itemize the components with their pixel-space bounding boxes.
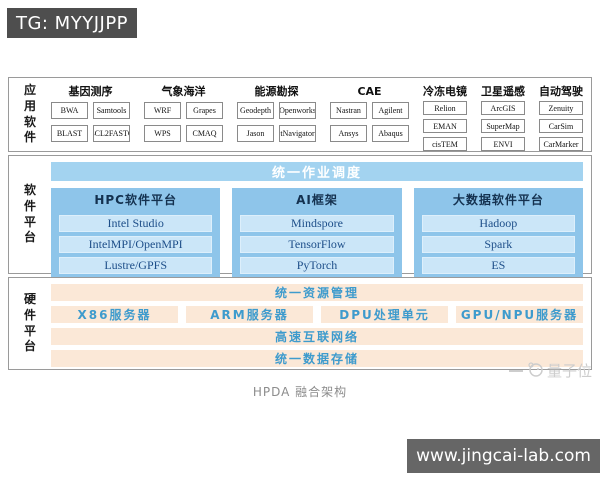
app-box: cisTEM <box>423 137 467 151</box>
app-category-title: 气象海洋 <box>161 85 206 98</box>
diagram-caption: HPDA 融合架构 <box>252 385 348 399</box>
platform-item: IntelMPI/OpenMPI <box>59 236 213 253</box>
app-box: Abaqus <box>372 125 409 142</box>
app-category-row: 基因测序 BWA Samtools BLAST BCL2FASTQ 气象海洋 W… <box>51 84 583 151</box>
platform-item: Mindspore <box>240 215 394 232</box>
app-box: BWA <box>51 102 88 119</box>
app-box: Jason <box>237 125 274 142</box>
app-box: Geodepth <box>237 102 274 119</box>
hw-section-label: 硬件平台 <box>23 292 36 354</box>
app-category-cae: CAE Nastran Agilent Ansys Abaqus <box>330 84 409 145</box>
app-box: WPS <box>144 125 181 142</box>
unified-resource-bar: 统一资源管理 <box>51 284 583 301</box>
sw-section-content: 统一作业调度 HPC软件平台 Intel Studio IntelMPI/Ope… <box>51 156 591 280</box>
app-box: ArcGIS <box>481 101 525 115</box>
server-arm: ARM服务器 <box>186 306 313 323</box>
platform-bigdata: 大数据软件平台 Hadoop Spark ES <box>413 188 583 280</box>
app-category-title: 冷冻电镜 <box>423 85 467 98</box>
app-category-title: 自动驾驶 <box>539 85 583 98</box>
app-box: Nastran <box>330 102 367 119</box>
watermark: 量子位 <box>508 360 592 381</box>
hardware-platform-section: 硬件平台 统一资源管理 X86服务器 ARM服务器 DPU处理单元 GPU/NP… <box>8 277 592 370</box>
footer-url: www.jingcai-lab.com <box>416 446 591 466</box>
server-x86: X86服务器 <box>51 306 178 323</box>
platform-title: HPC软件平台 <box>94 193 177 207</box>
software-platform-section: 软件平台 统一作业调度 HPC软件平台 Intel Studio IntelMP… <box>8 155 592 280</box>
app-section-label: 应用软件 <box>23 83 36 145</box>
server-row: X86服务器 ARM服务器 DPU处理单元 GPU/NPU服务器 <box>51 306 583 323</box>
app-box: CarSim <box>539 119 583 133</box>
platform-row: HPC软件平台 Intel Studio IntelMPI/OpenMPI Lu… <box>51 188 583 280</box>
app-box: BLAST <box>51 125 88 142</box>
app-column: Relion EMAN cisTEM <box>423 101 467 151</box>
platform-item: PyTorch <box>240 257 394 274</box>
platform-item: ES <box>421 257 575 274</box>
application-software-section: 应用软件 基因测序 BWA Samtools BLAST BCL2FASTQ 气… <box>8 77 592 152</box>
app-grid: WRF Grapes WPS CMAQ <box>144 102 223 142</box>
hw-section-content: 统一资源管理 X86服务器 ARM服务器 DPU处理单元 GPU/NPU服务器 … <box>51 278 591 369</box>
app-box: EMAN <box>423 119 467 133</box>
server-gpu-npu: GPU/NPU服务器 <box>456 306 583 323</box>
app-box: Zenuity <box>539 101 583 115</box>
platform-title: AI框架 <box>296 193 338 207</box>
platform-item: Hadoop <box>421 215 575 232</box>
sw-section-label: 软件平台 <box>23 183 36 245</box>
app-box: tNavigator <box>279 125 316 142</box>
app-box: SuperMap <box>481 119 525 133</box>
footer-url-bar: www.jingcai-lab.com <box>407 439 600 473</box>
platform-ai: AI框架 Mindspore TensorFlow PyTorch <box>232 188 402 280</box>
network-bar: 高速互联网络 <box>51 328 583 345</box>
qbitai-logo-icon <box>526 361 544 381</box>
app-box: Relion <box>423 101 467 115</box>
platform-hpc: HPC软件平台 Intel Studio IntelMPI/OpenMPI Lu… <box>51 188 221 280</box>
app-grid: BWA Samtools BLAST BCL2FASTQ <box>51 102 130 142</box>
app-grid: Geodepth Openworks Jason tNavigator <box>237 102 316 142</box>
app-column: Zenuity CarSim CarMarker <box>539 101 583 151</box>
app-category-autodrive: 自动驾驶 Zenuity CarSim CarMarker <box>539 84 583 151</box>
app-category-weather: 气象海洋 WRF Grapes WPS CMAQ <box>144 84 223 145</box>
app-box: ENVI <box>481 137 525 151</box>
app-box: CarMarker <box>539 137 583 151</box>
tag-text: TG: MYYJJPP <box>15 12 129 34</box>
app-box: BCL2FASTQ <box>93 125 130 142</box>
app-box: Agilent <box>372 102 409 119</box>
app-box: Openworks <box>279 102 316 119</box>
app-box: Samtools <box>93 102 130 119</box>
app-category-gene: 基因测序 BWA Samtools BLAST BCL2FASTQ <box>51 84 130 145</box>
platform-item: Intel Studio <box>59 215 213 232</box>
app-section-label-col: 应用软件 <box>9 78 51 151</box>
app-grid: Nastran Agilent Ansys Abaqus <box>330 102 409 142</box>
watermark-line <box>508 369 523 372</box>
hw-section-label-col: 硬件平台 <box>9 278 51 369</box>
sw-section-label-col: 软件平台 <box>9 156 51 273</box>
app-section-content: 基因测序 BWA Samtools BLAST BCL2FASTQ 气象海洋 W… <box>51 78 591 151</box>
platform-item: Spark <box>421 236 575 253</box>
app-box: Ansys <box>330 125 367 142</box>
app-category-title: 卫星遥感 <box>481 85 525 98</box>
app-category-title: 能源勘探 <box>254 85 299 98</box>
tag-box: TG: MYYJJPP <box>7 8 137 38</box>
app-category-title: 基因测序 <box>68 85 113 98</box>
storage-bar: 统一数据存储 <box>51 350 583 367</box>
app-category-cryoem: 冷冻电镜 Relion EMAN cisTEM <box>423 84 467 151</box>
app-category-energy: 能源勘探 Geodepth Openworks Jason tNavigator <box>237 84 316 145</box>
app-category-title: CAE <box>357 85 382 98</box>
app-category-satellite: 卫星遥感 ArcGIS SuperMap ENVI <box>481 84 525 151</box>
platform-item: TensorFlow <box>240 236 394 253</box>
app-column: ArcGIS SuperMap ENVI <box>481 101 525 151</box>
unified-job-scheduler-bar: 统一作业调度 <box>51 162 583 181</box>
watermark-brand: 量子位 <box>546 362 592 380</box>
platform-title: 大数据软件平台 <box>452 193 544 207</box>
server-dpu: DPU处理单元 <box>321 306 448 323</box>
platform-item: Lustre/GPFS <box>59 257 213 274</box>
app-box: WRF <box>144 102 181 119</box>
app-box: Grapes <box>186 102 223 119</box>
app-box: CMAQ <box>186 125 223 142</box>
